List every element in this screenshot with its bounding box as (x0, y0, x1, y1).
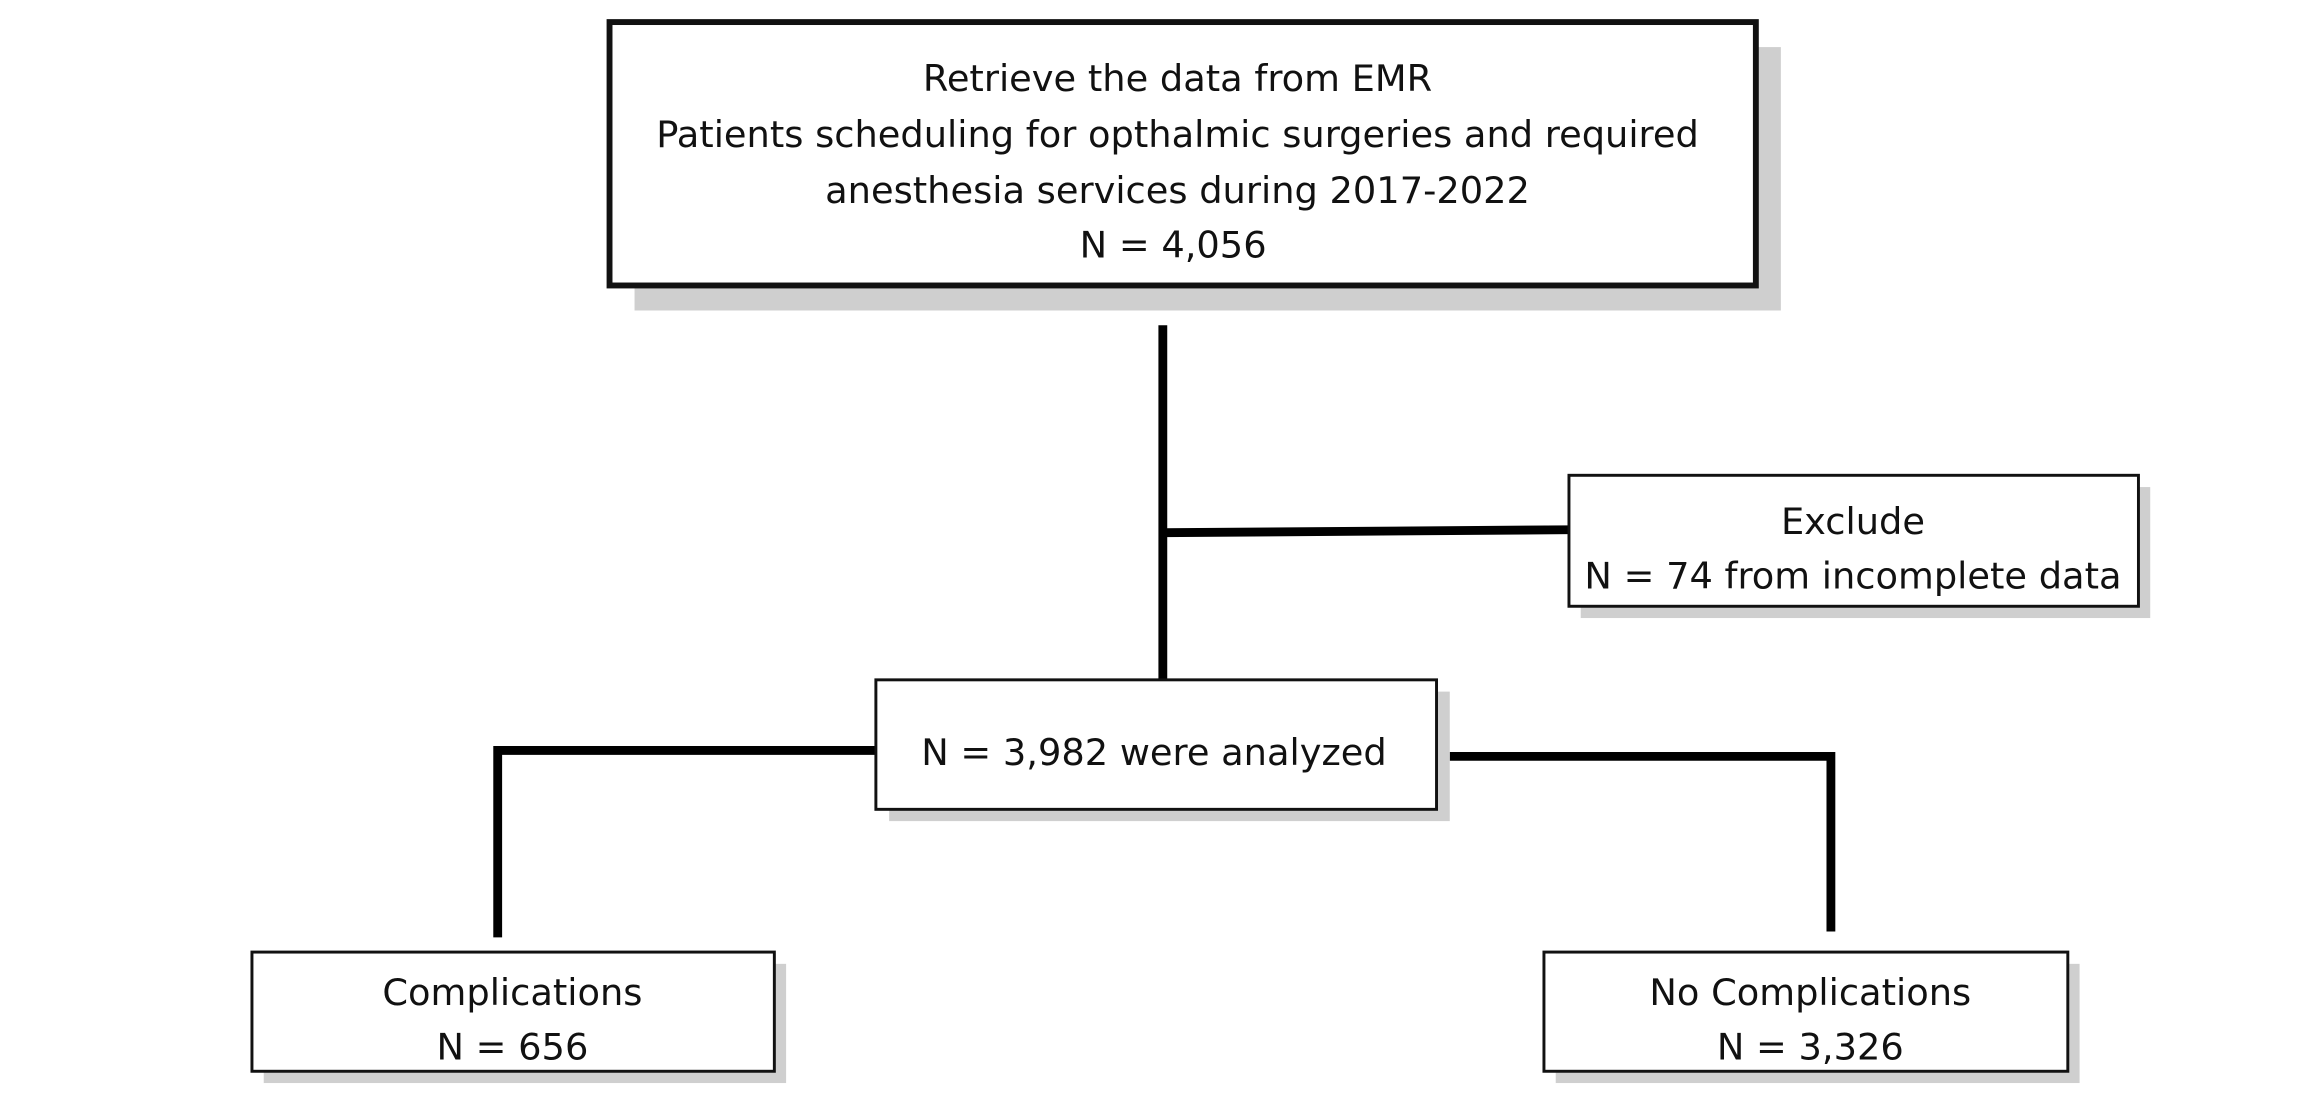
top-box-line-1: Retrieve the data from EMR (923, 57, 1432, 100)
exclude-box-frame (1567, 473, 2140, 608)
exclude-box: Exclude N = 74 from incomplete data (1567, 473, 2151, 619)
top-box-line-2: Patients scheduling for opthalmic surger… (656, 113, 1699, 156)
connector-to-complications (493, 746, 876, 938)
connector-to-exclude (1162, 525, 1570, 538)
connectors (493, 325, 1836, 938)
no-complications-box-line-2: N = 3,326 (1717, 1025, 1904, 1068)
no-complications-box: No Complications N = 3,326 (1542, 950, 2080, 1084)
top-box: Retrieve the data from EMR Patients sche… (606, 19, 1781, 311)
analyzed-box-frame (874, 678, 1439, 811)
exclude-box-line-2: N = 74 from incomplete data (1584, 555, 2121, 598)
complications-box: Complications N = 656 (250, 950, 787, 1084)
complications-box-line-1: Complications (382, 971, 642, 1014)
analyzed-box: N = 3,982 were analyzed (874, 678, 1450, 822)
exclude-box-line-1: Exclude (1781, 500, 1925, 543)
complications-box-frame (250, 950, 776, 1073)
connector-to-no-complications (1449, 751, 1836, 932)
top-box-line-3: anesthesia services during 2017-2022 (825, 169, 1530, 212)
analyzed-box-line-1: N = 3,982 were analyzed (921, 731, 1387, 774)
no-complications-box-frame (1542, 950, 2070, 1073)
top-box-frame (606, 19, 1759, 289)
no-complications-box-line-1: No Complications (1649, 971, 1971, 1014)
top-box-line-4: N = 4,056 (1080, 224, 1267, 267)
complications-box-line-2: N = 656 (436, 1025, 588, 1068)
